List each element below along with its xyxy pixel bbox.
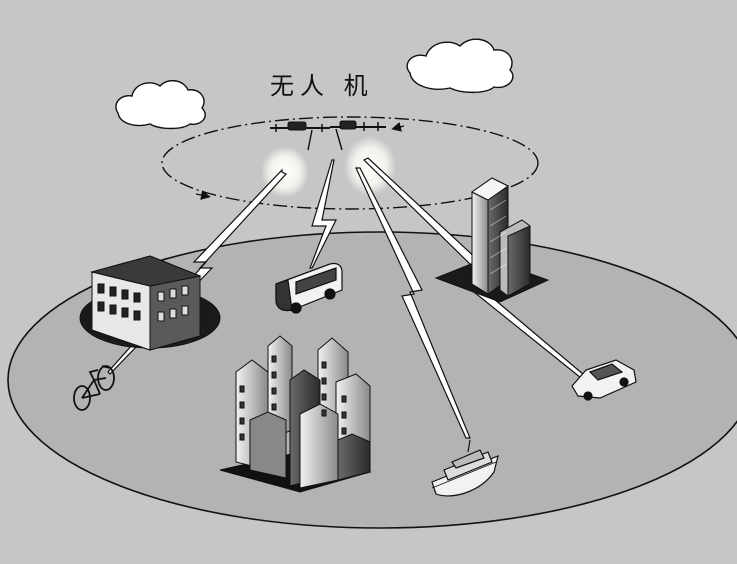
bicycle-icon: [73, 365, 115, 411]
uav-title: 无人 机: [270, 72, 374, 100]
drone-icon: [270, 121, 330, 151]
ship-icon: [431, 439, 499, 497]
flight-orbit: [161, 116, 539, 210]
building-icon: [79, 255, 221, 351]
cloud-icon: [115, 79, 206, 130]
signal-bolt-icon: [309, 159, 337, 269]
signal-bolt-icon: [355, 167, 471, 439]
skyscraper-icon: [434, 177, 550, 303]
car-icon: [571, 359, 637, 401]
cloud-icon: [406, 38, 514, 94]
drone-icon: [330, 120, 386, 151]
bus-icon: [275, 262, 343, 314]
city-icon: [219, 335, 372, 493]
